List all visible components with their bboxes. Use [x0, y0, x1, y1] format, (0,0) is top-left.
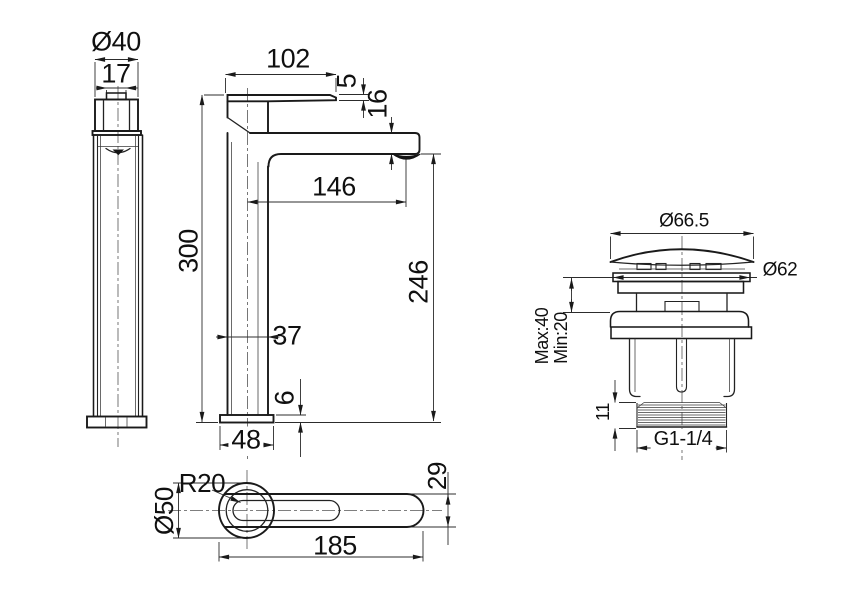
- dim-lever-tip-thickness: 5: [331, 73, 362, 89]
- dim-spout-reach: 146: [312, 171, 356, 202]
- dim-cap-diameter: Ø40: [91, 26, 141, 57]
- top-view-dimensions: [173, 472, 456, 562]
- dim-body-width: 37: [272, 320, 302, 351]
- drain-view-drawing: [609, 248, 755, 428]
- dim-drain-flange-diameter: Ø62: [762, 259, 798, 281]
- dim-handle-radius: R20: [178, 468, 226, 498]
- front-view-drawing: [219, 94, 421, 424]
- side-view-dimensions: [94, 57, 139, 97]
- dim-thread-length: 11: [593, 403, 613, 421]
- dim-total-length: 185: [313, 530, 357, 561]
- dim-spout-thickness: 16: [362, 89, 393, 119]
- dim-base-width: 48: [228, 426, 264, 454]
- dim-handle-tip-width: 17: [101, 58, 131, 89]
- dim-total-height: 300: [173, 229, 204, 273]
- top-view-drawing: [218, 482, 425, 539]
- dim-outlet-height: 246: [403, 260, 434, 304]
- front-view-dimensions: [196, 72, 441, 457]
- dim-drain-cap-diameter: Ø66.5: [659, 210, 709, 232]
- dim-base-thickness: 6: [269, 390, 300, 406]
- side-view-drawing: [86, 92, 148, 429]
- dim-thread-spec: G1-1/4: [650, 429, 716, 449]
- dim-body-diameter: Ø50: [149, 487, 179, 535]
- dim-deck-max: Max:40: [532, 307, 552, 365]
- dim-lever-length: 102: [266, 43, 310, 74]
- dim-spout-width: 29: [422, 461, 452, 491]
- dim-deck-min: Min:20: [551, 312, 571, 364]
- centerlines: [117, 86, 683, 549]
